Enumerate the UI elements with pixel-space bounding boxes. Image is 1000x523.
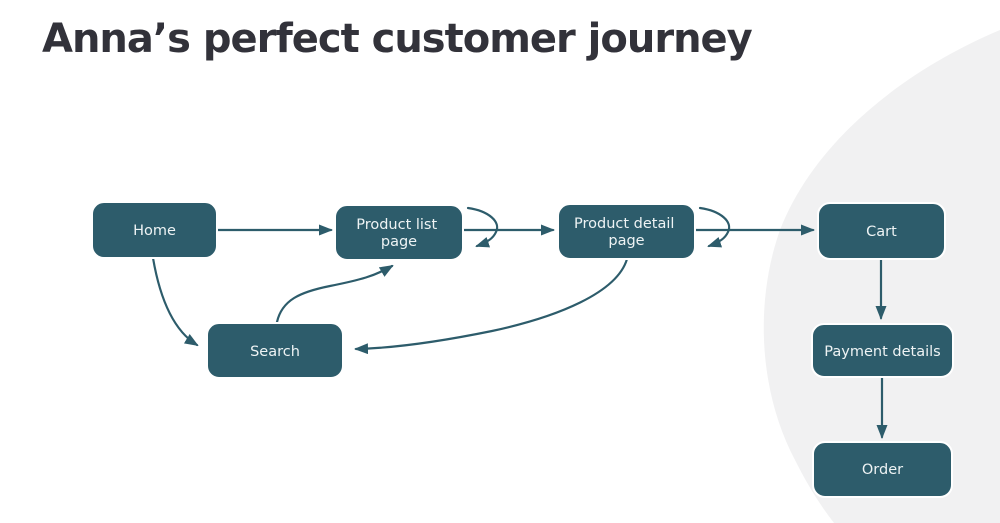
nodes: Home Product list page Product detail pa… bbox=[91, 201, 954, 498]
node-payment-details-box bbox=[811, 323, 954, 378]
node-cart: Cart bbox=[817, 202, 946, 260]
node-order-box bbox=[812, 441, 953, 498]
node-home-label: Home bbox=[133, 223, 176, 239]
edge-home-to-search bbox=[151, 256, 199, 347]
edge-search-to-product-list bbox=[275, 264, 394, 324]
edge-loop-back-product-detail bbox=[698, 206, 731, 248]
node-home-box bbox=[91, 201, 218, 259]
node-product-detail-label-line2: page bbox=[608, 233, 644, 249]
node-search-box bbox=[206, 322, 344, 379]
node-order: Order bbox=[812, 441, 953, 498]
edge-loop-back-product-list bbox=[466, 206, 499, 248]
node-search: Search bbox=[206, 322, 344, 379]
node-product-detail-label-line1: Product detail bbox=[574, 216, 674, 232]
edges bbox=[151, 206, 888, 439]
node-cart-label: Cart bbox=[866, 224, 897, 240]
page-title: Anna’s perfect customer journey bbox=[42, 16, 753, 62]
node-product-list: Product list page bbox=[334, 204, 464, 261]
node-product-list-box bbox=[334, 204, 464, 261]
node-product-list-label-line1: Product list bbox=[356, 217, 437, 233]
node-product-list-label-line2: page bbox=[381, 234, 417, 250]
node-product-list-label: Product list page bbox=[356, 217, 442, 250]
node-product-detail-box bbox=[557, 203, 696, 260]
node-home: Home bbox=[91, 201, 218, 259]
edge-product-detail-to-search bbox=[354, 257, 629, 355]
node-cart-box bbox=[817, 202, 946, 260]
node-search-label: Search bbox=[250, 344, 300, 360]
node-order-label: Order bbox=[862, 462, 903, 478]
node-payment-details-label: Payment details bbox=[824, 344, 940, 360]
node-product-detail-label: Product detail page bbox=[574, 216, 679, 249]
node-payment-details: Payment details bbox=[811, 323, 954, 378]
node-product-detail: Product detail page bbox=[557, 203, 696, 260]
